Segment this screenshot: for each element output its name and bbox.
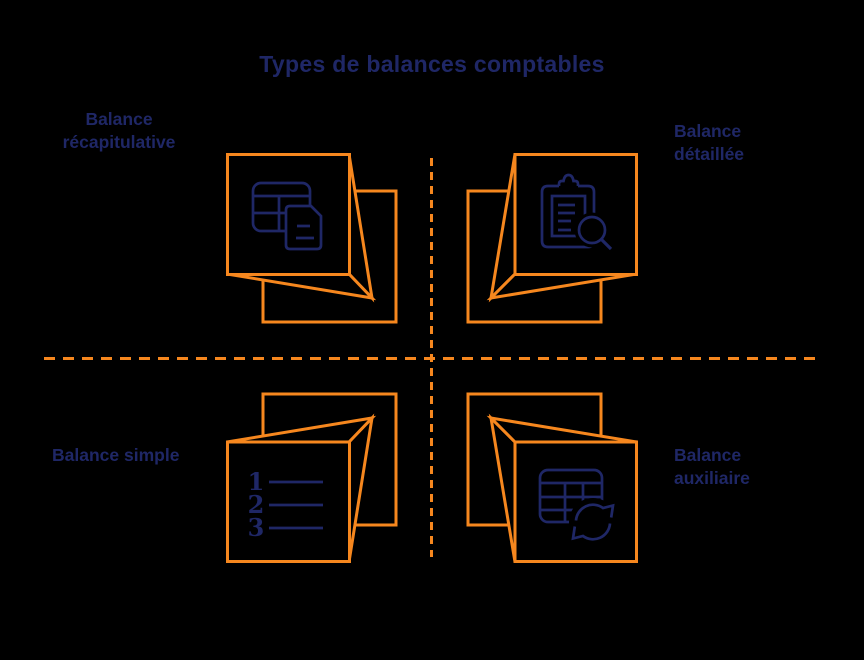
list-number: 1: [248, 467, 265, 496]
box-3d-outline: [226, 392, 398, 563]
label-balance-recapitulative: Balance récapitulative: [62, 109, 176, 152]
numbered-list-icon: 1 2 3: [248, 467, 323, 542]
table-sync-icon: [538, 468, 617, 546]
list-number: 2: [248, 490, 265, 519]
box-3d-outline: [466, 392, 638, 563]
table-document-icon: [251, 181, 323, 251]
box-illustration-top-left: [226, 153, 398, 324]
vertical-dashed-divider: [430, 158, 433, 557]
list-number: 3: [248, 513, 265, 542]
label-balance-detaillee: Balance détaillée: [674, 121, 745, 164]
clipboard-search-icon: [540, 173, 613, 251]
label-balance-auxiliaire: Balance auxiliaire: [674, 445, 750, 488]
box-3d-outline: [466, 153, 638, 324]
box-illustration-bottom-left: 1 2 3: [226, 392, 398, 563]
box-illustration-top-right: [466, 153, 638, 324]
page-title: Types de balances comptables: [259, 51, 605, 77]
label-balance-simple: Balance simple: [52, 445, 180, 465]
box-illustration-bottom-right: [466, 392, 638, 563]
